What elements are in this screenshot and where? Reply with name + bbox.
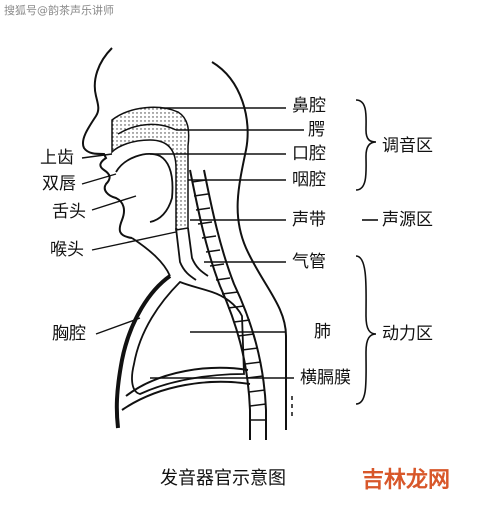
palate-line <box>117 123 177 135</box>
label-vocal-cords: 声带 <box>292 210 326 230</box>
trachea-tube <box>175 227 197 281</box>
chest-wall <box>114 274 172 429</box>
label-upper-teeth: 上齿 <box>40 148 74 168</box>
left-pointer-lines <box>81 153 177 335</box>
label-pharynx: 咽腔 <box>292 170 326 190</box>
resonance-brace <box>355 99 377 191</box>
face-profile <box>82 47 133 239</box>
label-tongue: 舌头 <box>52 202 86 222</box>
diaphragm-arc <box>125 366 249 397</box>
label-oral-cavity: 口腔 <box>292 144 326 164</box>
zone-source: 声源区 <box>382 210 433 230</box>
label-chest: 胸腔 <box>52 324 86 344</box>
watermark-text: 搜狐号@韵茶声乐讲师 <box>4 4 114 17</box>
label-trachea: 气管 <box>292 252 326 272</box>
spine-outer <box>189 169 251 440</box>
spine-inner <box>203 169 267 440</box>
label-lungs: 肺 <box>314 322 331 342</box>
brand-logo-text: 吉林龙网 <box>362 468 451 493</box>
lung-outline <box>131 280 245 395</box>
neck-back-line <box>211 61 287 430</box>
label-palate: 腭 <box>308 120 325 140</box>
trachea-tube-2 <box>187 227 209 277</box>
diagram-caption: 发音器官示意图 <box>160 468 286 489</box>
throat-line <box>131 237 171 277</box>
label-diaphragm: 横膈膜 <box>300 368 351 388</box>
pointer-lines <box>150 107 304 379</box>
zone-resonance: 调音区 <box>382 136 433 156</box>
label-nasal-cavity: 鼻腔 <box>292 96 326 116</box>
label-lips: 双唇 <box>42 174 76 194</box>
label-larynx: 喉头 <box>50 240 84 260</box>
diaphragm-arc-2 <box>121 380 251 411</box>
zone-power: 动力区 <box>382 324 433 344</box>
tongue-shape <box>115 153 174 223</box>
power-brace <box>355 255 377 405</box>
